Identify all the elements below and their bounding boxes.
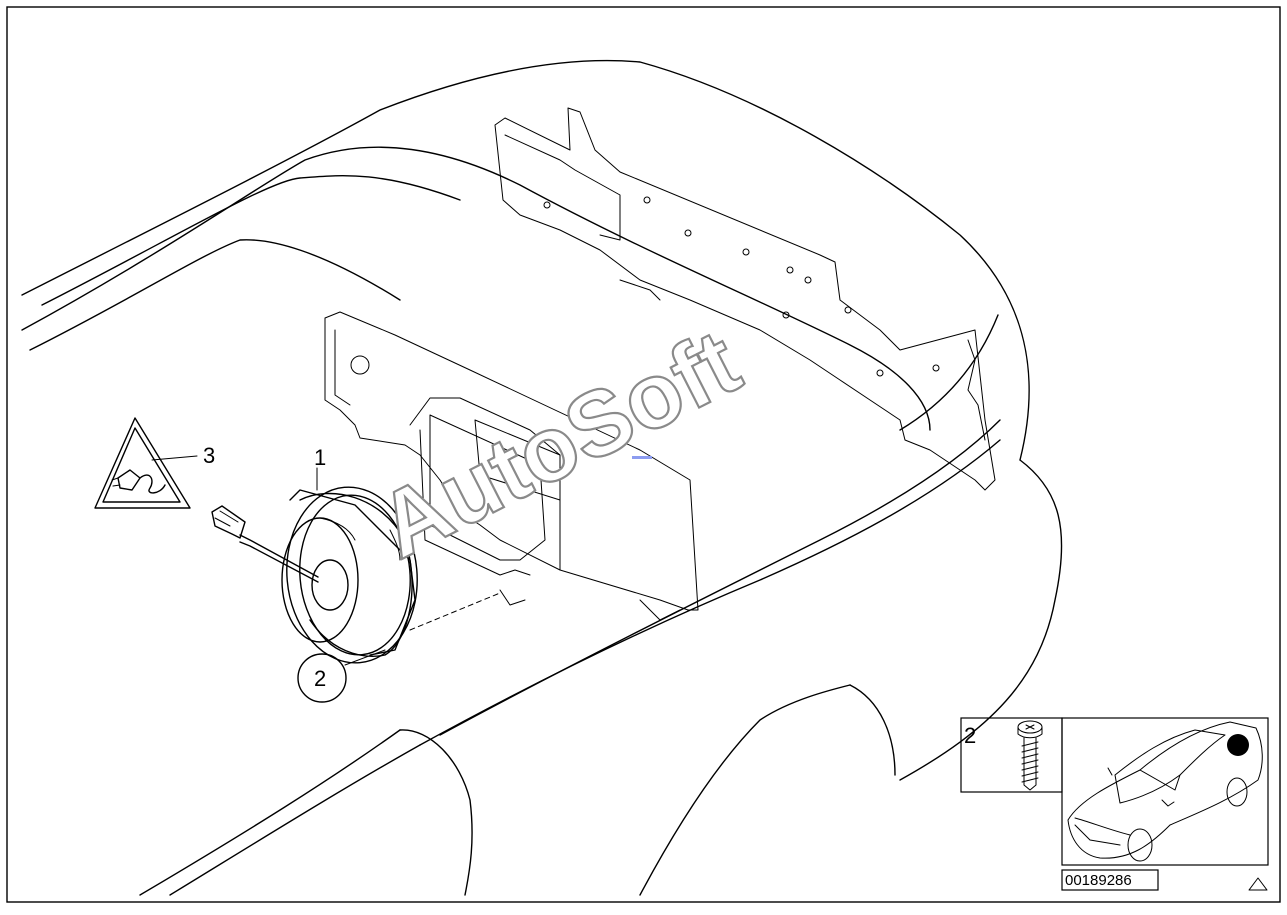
car-location-icon <box>1067 721 1263 862</box>
speaker-connector <box>211 505 319 583</box>
rear-panel <box>494 107 996 491</box>
catalog-number-box <box>1061 869 1159 891</box>
speaker-bracket <box>324 311 699 621</box>
inset-screw-label: 2 <box>964 723 976 748</box>
callout-label-2: 2 <box>314 666 326 691</box>
watermark: AutoSoft <box>363 311 755 578</box>
location-marker <box>1227 734 1249 756</box>
speaker <box>281 486 418 664</box>
plug-warning-icon <box>94 417 191 509</box>
car-rear-body <box>21 59 1063 896</box>
callout-label-3: 3 <box>203 443 215 468</box>
triangle-mark-icon <box>1248 877 1268 891</box>
watermark-accent <box>632 456 652 459</box>
leader-line-2 <box>344 649 386 666</box>
screw-icon <box>1017 720 1043 791</box>
catalog-number: 00189286 <box>1065 872 1132 889</box>
callout-circle-2 <box>297 653 347 703</box>
screw-path-line <box>409 592 501 631</box>
car-location-inset <box>1061 717 1269 866</box>
diagram-border <box>6 6 1281 903</box>
screw-inset: 2 <box>960 717 1063 793</box>
callout-label-1: 1 <box>314 445 326 470</box>
